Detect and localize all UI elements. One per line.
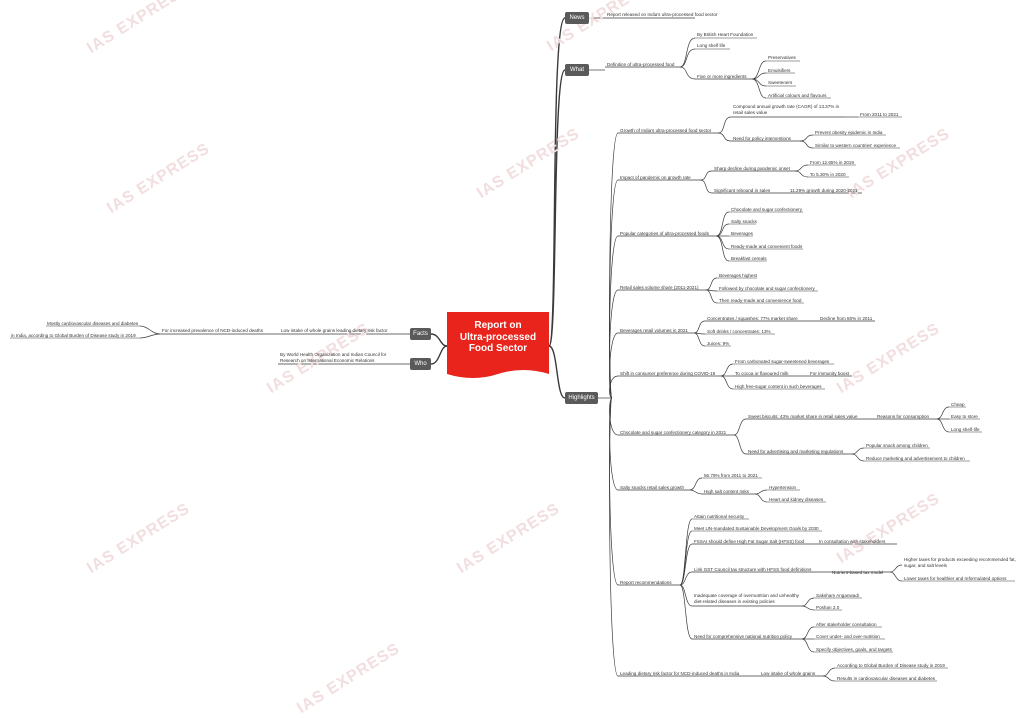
node[interactable]: Definition of ultra-processed food (607, 62, 675, 67)
branch-news[interactable]: News (565, 12, 589, 24)
node[interactable]: Inadequate coverage of overnutrition and… (694, 593, 799, 604)
node[interactable]: Compound annual growth rate (CAGR) of 13… (733, 104, 840, 115)
node[interactable]: Saksham Anganwadi (816, 593, 859, 598)
node[interactable]: Poshan 2.0 (816, 605, 840, 610)
node[interactable]: Reduce marketing and advertisement to ch… (866, 456, 965, 461)
node[interactable]: Followed by chocolate and sugar confecti… (719, 286, 815, 291)
node[interactable]: From 2011 to 2021 (860, 112, 899, 117)
node[interactable]: Beverages retail volumes in 2021 (620, 328, 688, 333)
node[interactable]: Shift in consumer preference during COVI… (620, 371, 716, 376)
node[interactable]: Cheap (951, 402, 965, 407)
node[interactable]: Mostly cardiovascular diseases and diabe… (47, 321, 139, 326)
center-node-title[interactable]: Report on Ultra-processed Food Sector (447, 320, 549, 355)
branch-what[interactable]: What (565, 64, 589, 76)
node[interactable]: Ready-made and convenient foods (731, 244, 803, 249)
center-title-line: Report on (474, 320, 522, 331)
node[interactable]: Salty snacks retail sales growth (620, 485, 685, 490)
node[interactable]: Sharp decline during pandemic onset (714, 166, 790, 171)
node[interactable]: To 5.30% in 2020 (810, 172, 846, 177)
node[interactable]: Significant rebound in sales (714, 188, 771, 193)
node[interactable]: Need for policy interventions (733, 136, 791, 141)
node[interactable]: Higher taxes for products exceeding reco… (904, 557, 1016, 568)
node[interactable]: Impact of pandemic on growth rate (620, 175, 691, 180)
node[interactable]: Lower taxes for healthier and reformulat… (904, 576, 1007, 581)
node[interactable]: Emulsifiers (768, 68, 791, 73)
node[interactable]: By World Health Organization and Indian … (280, 352, 408, 363)
node[interactable]: Concentrates / squashes: 77% market shar… (707, 316, 798, 321)
node[interactable]: From carbonated sugar-sweetened beverage… (735, 359, 830, 364)
node[interactable]: After stakeholder consultation (816, 622, 877, 627)
node[interactable]: For immunity boost (810, 371, 850, 376)
node[interactable]: Beverages (731, 231, 753, 236)
branch-facts[interactable]: Facts (410, 328, 431, 340)
node[interactable]: Preservatives (768, 55, 796, 60)
node[interactable]: Then ready-made and convenience food (719, 298, 802, 303)
node[interactable]: Five or more ingredients (697, 74, 747, 79)
node[interactable]: Link GST Council tax structure with HFSS… (694, 567, 812, 572)
node[interactable]: Long shelf life (697, 43, 726, 48)
node[interactable]: Growth of India's ultra-processed food s… (620, 128, 712, 133)
node[interactable]: For increased prevalence of NCD-induced … (162, 328, 263, 333)
node[interactable]: Specify objectives, goals, and targets (816, 647, 892, 652)
who-line: Research on International Economic Relat… (280, 357, 375, 363)
node[interactable]: Chocolate and sugar confectionery (731, 207, 802, 212)
node[interactable]: Chocolate and sugar confectionery catego… (620, 430, 727, 435)
node[interactable]: High free-sugar content in such beverage… (735, 384, 822, 389)
node[interactable]: By British Heart Foundation (697, 32, 754, 37)
who-line: By World Health Organization and Indian … (280, 352, 387, 357)
node[interactable]: Juices: 9% (707, 341, 730, 346)
center-title-line: Ultra-processed (459, 331, 537, 343)
node[interactable]: High salt content risks (704, 489, 749, 494)
node[interactable]: Leading dietary risk factor for NCD-indu… (620, 671, 740, 676)
node[interactable]: Soft drinks / concentrates: 13% (707, 329, 771, 334)
node[interactable]: Report released on India's ultra-process… (607, 12, 718, 17)
node[interactable]: Easy to store (951, 414, 978, 419)
node[interactable]: Meet UN-mandated Sustainable Development… (694, 526, 819, 531)
branch-highlights[interactable]: Highlights (565, 392, 598, 404)
node[interactable]: Cover under- and over-nutrition (816, 634, 880, 639)
node[interactable]: Similar to western countries' experience (815, 143, 897, 148)
mindmap-canvas: { "watermark": "IAS EXPRESS", "center": … (10, 0, 1016, 717)
node[interactable]: Artificial colours and flavours (768, 93, 827, 98)
node[interactable]: Need for advertising and marketing regul… (748, 449, 844, 454)
node[interactable]: Reasons for consumption (877, 414, 930, 419)
node[interactable]: 11.29% growth during 2020-2021 (790, 188, 858, 193)
node[interactable]: Beverages highest (719, 273, 758, 278)
node[interactable]: Results in cardiovascular diseases and d… (837, 676, 936, 681)
branch-who[interactable]: Who (410, 358, 431, 370)
node[interactable]: Popular categories of ultra-processed fo… (620, 231, 709, 236)
node[interactable]: Sweet biscuits: 43% market share in reta… (748, 414, 858, 419)
node[interactable]: From 12.65% in 2019 (810, 160, 854, 165)
center-node-shape (447, 312, 549, 378)
node[interactable]: FSSAI should define High Fat Sugar Salt … (694, 539, 805, 544)
node[interactable]: Hypertension (769, 485, 797, 490)
node[interactable]: Need for comprehensive national nutritio… (694, 634, 793, 639)
node[interactable]: 56.78% from 2011 to 2021 (704, 473, 758, 478)
node[interactable]: in India, according to Global Burden of … (11, 333, 136, 338)
node[interactable]: Attain nutritional security (694, 514, 745, 519)
connector-lines (10, 17, 1015, 682)
node[interactable]: Heart and kidney diseases (769, 497, 824, 502)
node[interactable]: Sweeteners (768, 80, 793, 85)
node[interactable]: Popular snack among children (866, 443, 928, 448)
node[interactable]: Breakfast cereals (731, 256, 767, 261)
node[interactable]: Retail sales volume share (2011-2021) (620, 285, 699, 290)
node[interactable]: Report recommendations (620, 580, 672, 585)
node[interactable]: Decline from 80% in 2011 (820, 316, 873, 321)
center-title-line: Food Sector (468, 343, 528, 354)
node[interactable]: According to Global Burden of Disease st… (837, 663, 945, 668)
node[interactable]: Salty snacks (731, 219, 757, 224)
node[interactable]: Prevent obesity epidemic in India (815, 130, 883, 135)
node[interactable]: Nutrient-based tax model (832, 570, 884, 575)
node[interactable]: Long shelf-life (951, 427, 980, 432)
node[interactable]: Low intake of whole grains leading dieta… (281, 328, 388, 333)
node[interactable]: Low intake of whole grains (761, 671, 816, 676)
node[interactable]: To cocoa or flavoured milk (735, 371, 789, 376)
node[interactable]: In consultation with stakeholders (819, 539, 886, 544)
